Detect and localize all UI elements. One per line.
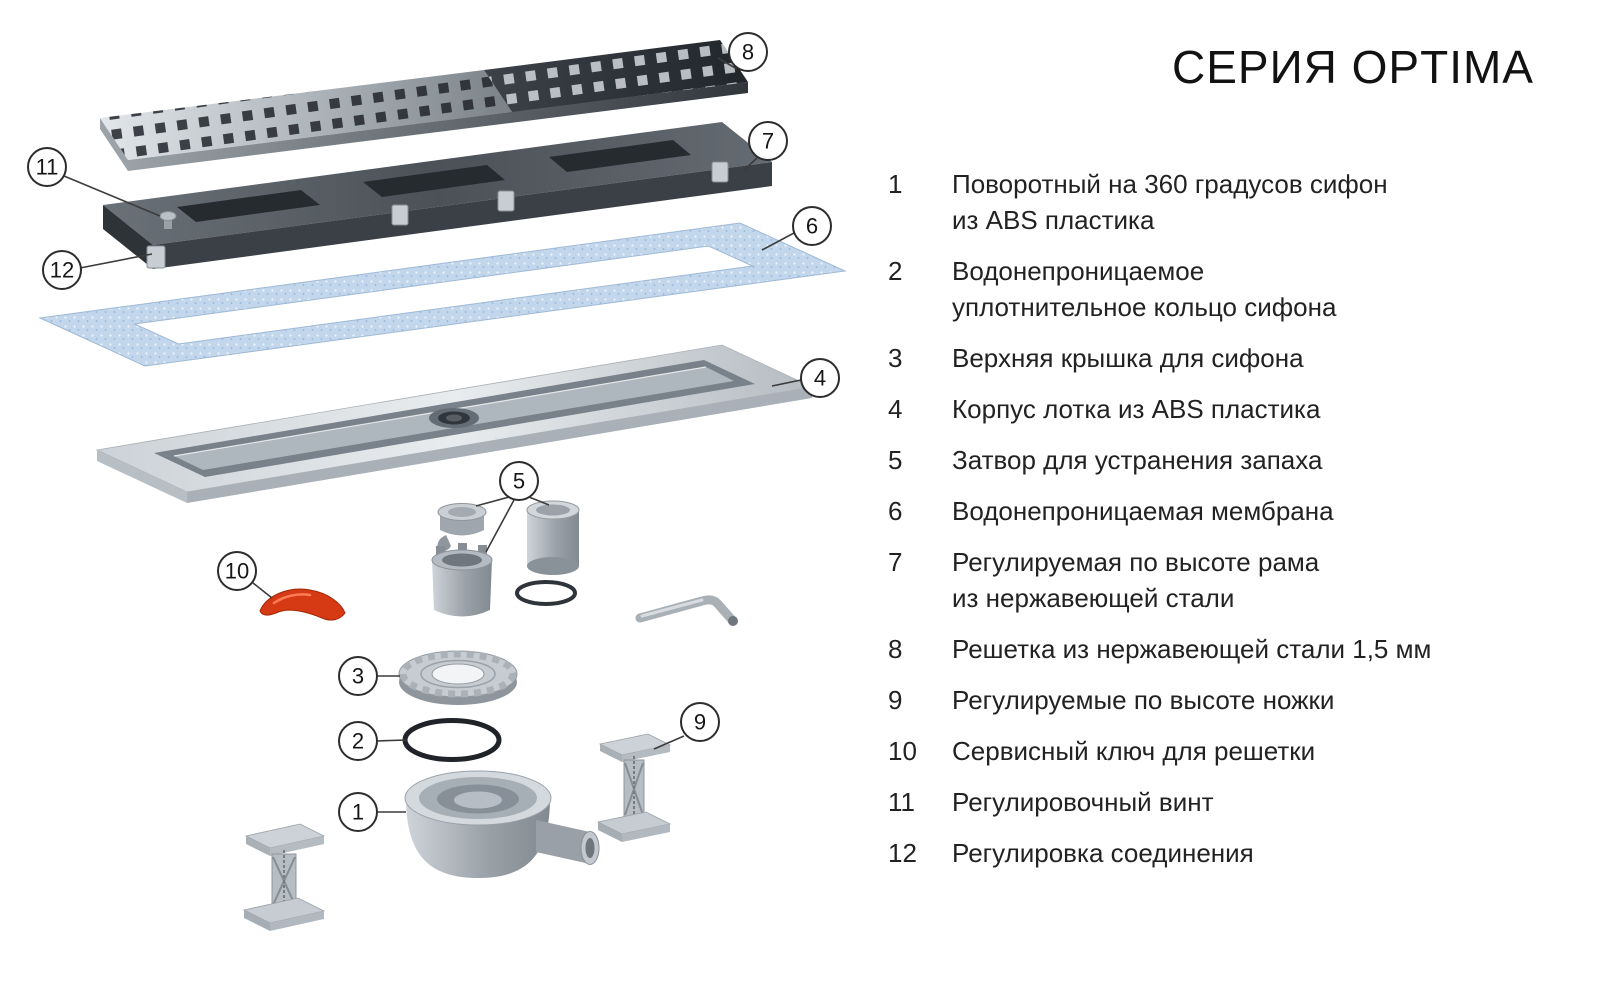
- foot-right: [596, 733, 672, 842]
- foot-left: [242, 823, 326, 931]
- odour-trap-parts: [431, 500, 580, 617]
- frame-clip: [146, 161, 729, 269]
- svg-text:8: 8: [742, 40, 754, 65]
- legend-item: 11 Регулировочный винт: [888, 784, 1568, 820]
- legend-item-number: 5: [888, 445, 903, 475]
- legend-item-number: 6: [888, 496, 903, 526]
- callouts: 8 7 11 12 6 4: [27, 32, 840, 832]
- legend-line: уплотнительное кольцо сифона: [952, 292, 1337, 322]
- legend-line: Поворотный на 360 градусов сифон: [952, 169, 1388, 199]
- legend-line: из ABS пластика: [952, 205, 1155, 235]
- legend-item: 2 Водонепроницаемое уплотнительное кольц…: [888, 253, 1568, 325]
- trap-o-ring: [515, 580, 577, 606]
- svg-text:3: 3: [352, 664, 364, 689]
- callout-4: 4: [800, 358, 840, 398]
- legend-item-text: Регулировка соединения: [952, 835, 1254, 871]
- legend-item-number: 12: [888, 838, 917, 868]
- legend-line: Водонепроницаемая мембрана: [952, 496, 1334, 526]
- trap-cap: [437, 503, 487, 552]
- legend-item-text: Сервисный ключ для решетки: [952, 733, 1315, 769]
- legend-line: Водонепроницаемое: [952, 256, 1205, 286]
- trap-cup: [431, 543, 493, 617]
- legend-item-text: Водонепроницаемая мембрана: [952, 493, 1334, 529]
- svg-text:11: 11: [36, 155, 59, 180]
- legend-item-number: 11: [888, 787, 915, 817]
- legend-item: 8 Решетка из нержавеющей стали 1,5 мм: [888, 631, 1568, 667]
- parts-legend: 1 Поворотный на 360 градусов сифон из AB…: [888, 166, 1568, 886]
- legend-item-number: 7: [888, 547, 903, 577]
- svg-text:2: 2: [352, 729, 364, 754]
- callout-2: 2: [338, 721, 378, 761]
- svg-text:7: 7: [762, 129, 774, 154]
- svg-text:6: 6: [806, 214, 818, 239]
- callout-3: 3: [338, 656, 378, 696]
- callout-5: 5: [499, 461, 539, 501]
- callout-1: 1: [338, 792, 378, 832]
- legend-item-text: Регулировочный винт: [952, 784, 1214, 820]
- legend-item-number: 8: [888, 634, 903, 664]
- svg-text:4: 4: [814, 366, 826, 391]
- svg-text:5: 5: [513, 469, 525, 494]
- page-title: СЕРИЯ OPTIMA: [1172, 41, 1534, 93]
- legend-item-number: 3: [888, 343, 903, 373]
- grate-part: [100, 40, 748, 171]
- legend-item: 5 Затвор для устранения запаха: [888, 442, 1568, 478]
- legend-item-text: Водонепроницаемое уплотнительное кольцо …: [952, 253, 1336, 325]
- exploded-diagram: 8 7 11 12 6 4: [27, 32, 847, 931]
- svg-text:12: 12: [50, 258, 74, 283]
- frame-part: [103, 122, 772, 269]
- callout-7: 7: [748, 121, 788, 161]
- legend-item-number: 4: [888, 394, 903, 424]
- tray-drain-hole: [429, 408, 479, 428]
- hex-key: [635, 595, 738, 626]
- callout-11: 11: [27, 147, 67, 187]
- legend-line: Сервисный ключ для решетки: [952, 736, 1316, 766]
- legend-item: 1 Поворотный на 360 градусов сифон из AB…: [888, 166, 1568, 238]
- legend-item: 10 Сервисный ключ для решетки: [888, 733, 1568, 769]
- membrane-part: [38, 222, 847, 367]
- legend-line: Регулировка соединения: [952, 838, 1254, 868]
- legend-item-text: Поворотный на 360 градусов сифон из ABS …: [952, 166, 1388, 238]
- callout-10: 10: [217, 551, 257, 591]
- legend-item-text: Регулируемые по высоте ножки: [952, 682, 1334, 718]
- siphon-cover-part: [398, 650, 518, 705]
- service-key: [259, 588, 346, 621]
- legend-item: 12 Регулировка соединения: [888, 835, 1568, 871]
- svg-text:1: 1: [352, 800, 364, 825]
- legend-item-number: 1: [888, 169, 903, 199]
- svg-text:9: 9: [694, 710, 706, 735]
- leader-lines: [63, 57, 802, 813]
- legend-item: 4 Корпус лотка из ABS пластика: [888, 391, 1568, 427]
- legend-line: Регулируемые по высоте ножки: [952, 685, 1335, 715]
- legend-item: 7 Регулируемая по высоте рама из нержаве…: [888, 544, 1568, 616]
- legend-item-text: Верхняя крышка для сифона: [952, 340, 1304, 376]
- sealing-ring-part: [402, 718, 502, 762]
- legend-item: 9 Регулируемые по высоте ножки: [888, 682, 1568, 718]
- callout-8: 8: [728, 32, 768, 72]
- siphon-body-part: [404, 770, 600, 878]
- callout-12: 12: [42, 250, 82, 290]
- legend-item-number: 10: [888, 736, 917, 766]
- legend-line: Регулировочный винт: [952, 787, 1214, 817]
- legend-line: Регулируемая по высоте рама: [952, 547, 1320, 577]
- legend-item-text: Решетка из нержавеющей стали 1,5 мм: [952, 631, 1431, 667]
- legend-item-text: Затвор для устранения запаха: [952, 442, 1322, 478]
- legend-item-text: Регулируемая по высоте рама из нержавеющ…: [952, 544, 1319, 616]
- legend-item-number: 2: [888, 256, 903, 286]
- svg-text:10: 10: [225, 559, 249, 584]
- legend-line: из нержавеющей стали: [952, 583, 1235, 613]
- legend-line: Решетка из нержавеющей стали 1,5 мм: [952, 634, 1432, 664]
- legend-item: 6 Водонепроницаемая мембрана: [888, 493, 1568, 529]
- legend-line: Корпус лотка из ABS пластика: [952, 394, 1321, 424]
- tray-part: [95, 344, 814, 503]
- legend-item-text: Корпус лотка из ABS пластика: [952, 391, 1320, 427]
- legend-line: Верхняя крышка для сифона: [952, 343, 1304, 373]
- legend-line: Затвор для устранения запаха: [952, 445, 1323, 475]
- legend-item-number: 9: [888, 685, 903, 715]
- callout-6: 6: [792, 206, 832, 246]
- legend-item: 3 Верхняя крышка для сифона: [888, 340, 1568, 376]
- trap-cylinder: [526, 500, 580, 575]
- callout-9: 9: [680, 702, 720, 742]
